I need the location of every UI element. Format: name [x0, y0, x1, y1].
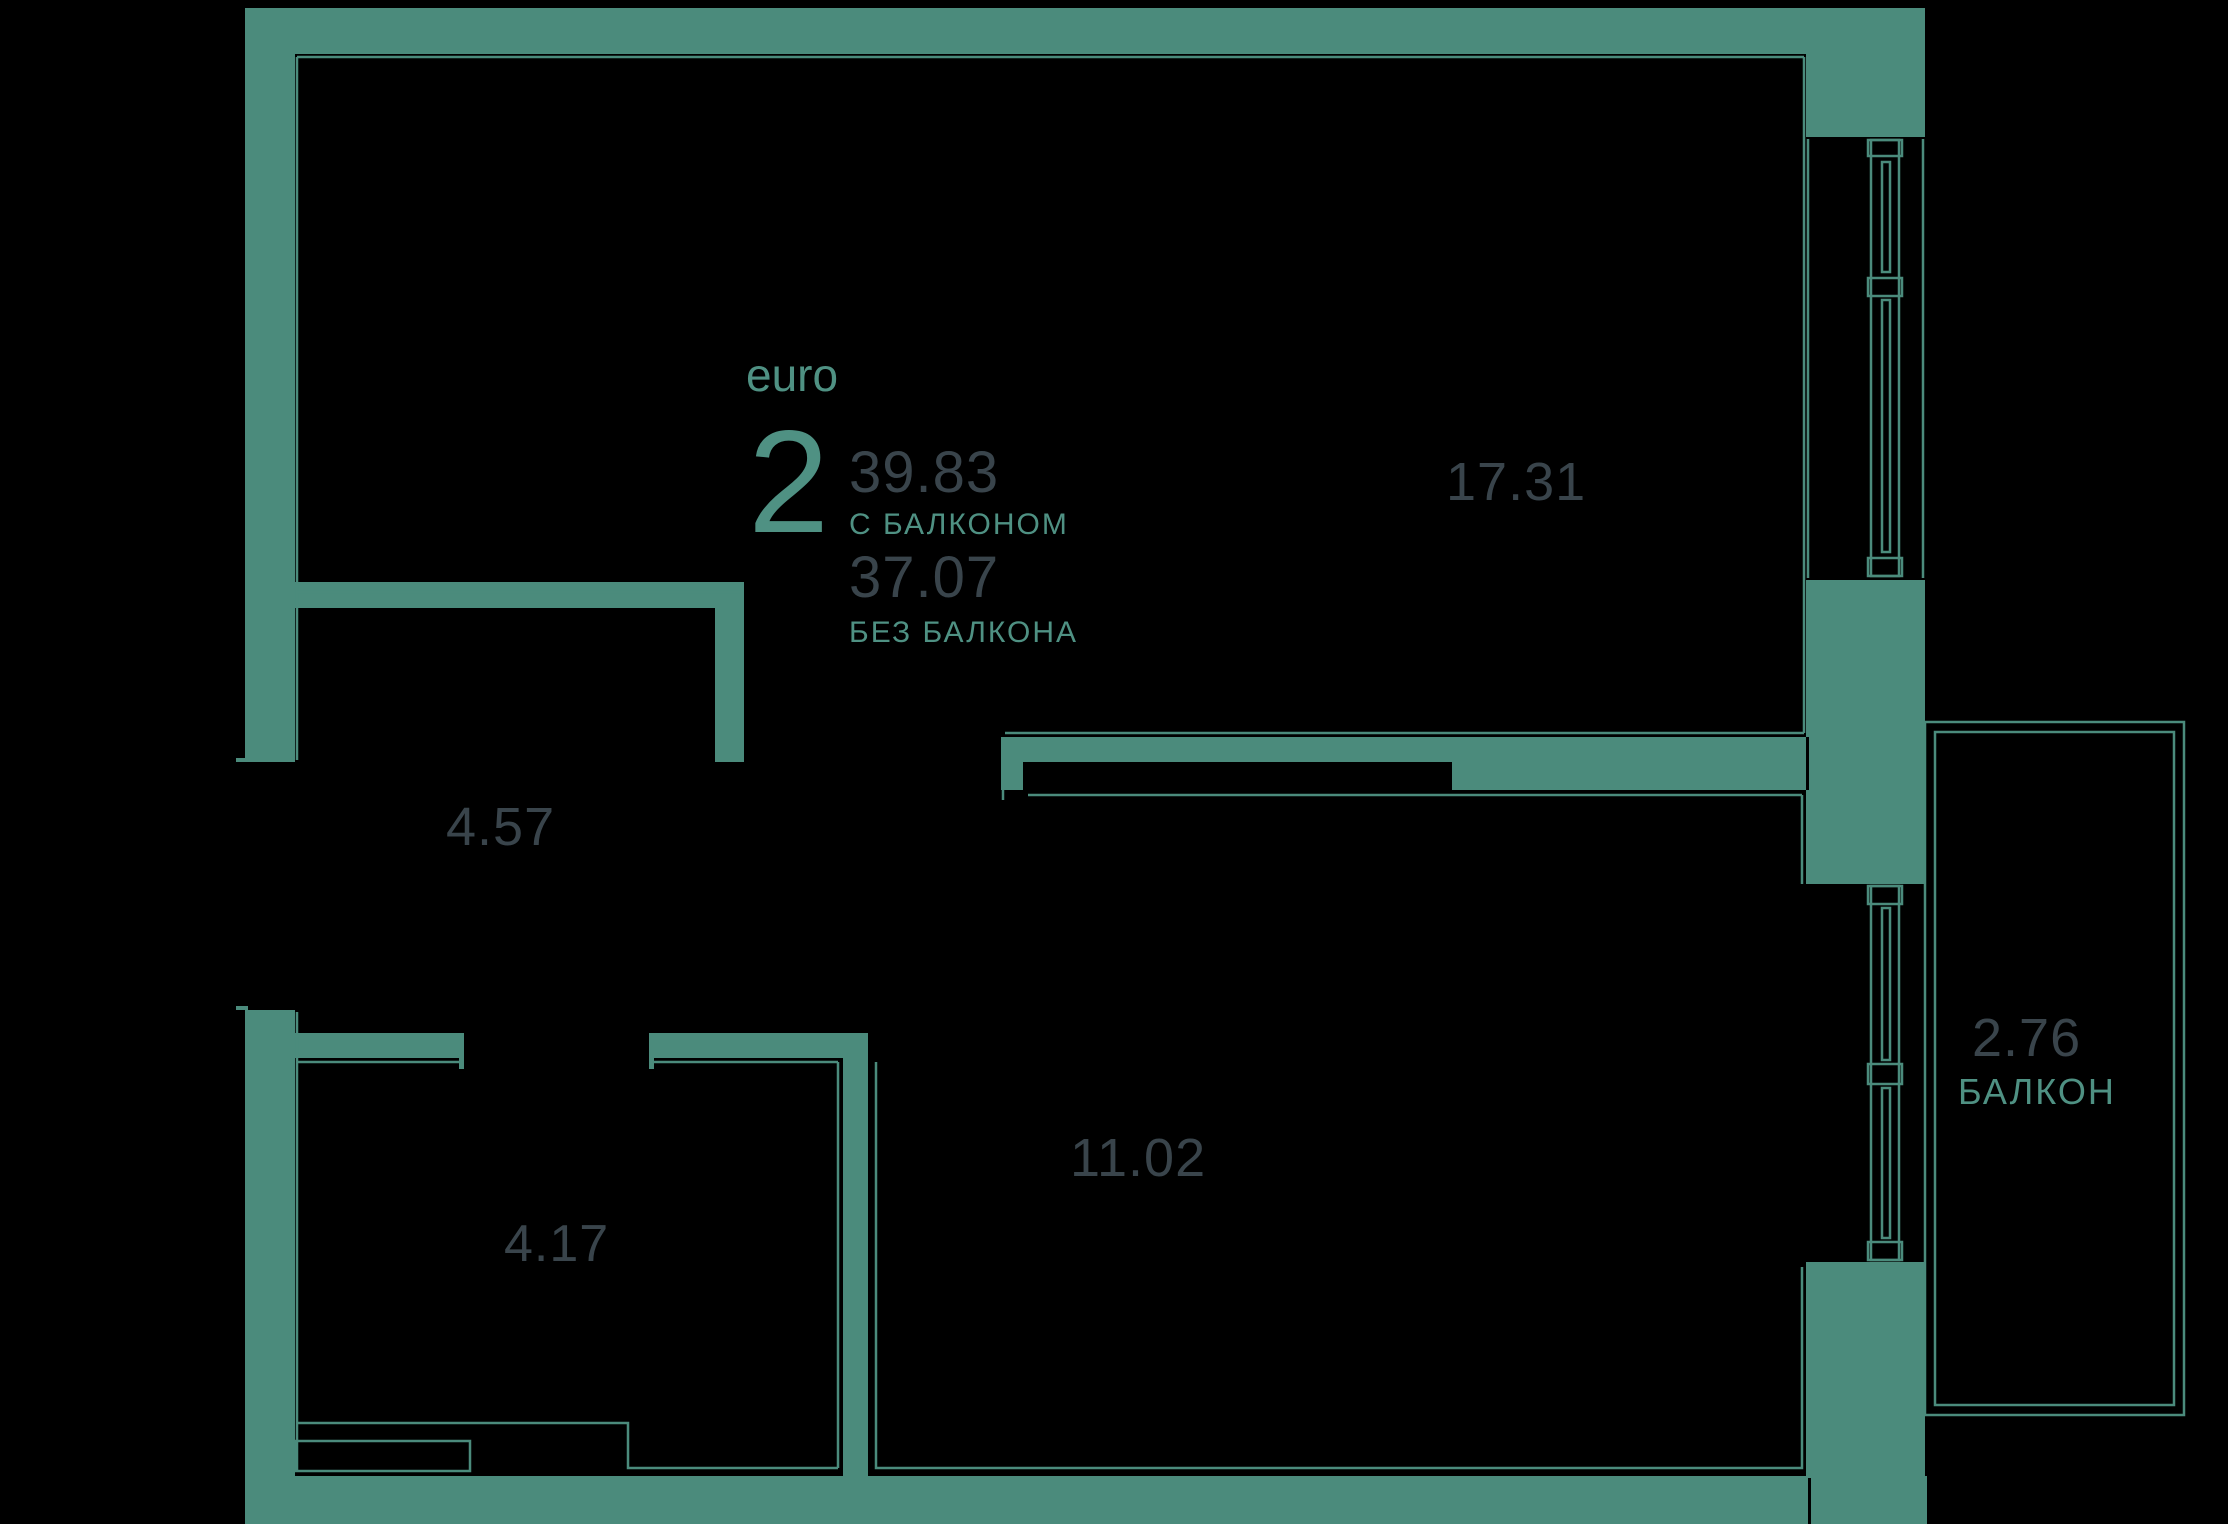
window-cap-bottom — [1866, 556, 1904, 578]
balcony-door-cap-top — [1866, 884, 1904, 906]
room-area-bathroom: 4.17 — [504, 1215, 609, 1273]
area-without-balcony: 37.07 — [849, 545, 999, 610]
room-area-bedroom: 11.02 — [1070, 1128, 1206, 1188]
balcony-door-icon — [1866, 884, 1904, 1262]
room-area-labels: 17.31 4.57 4.17 11.02 2.76 БАЛКОН — [446, 452, 2116, 1273]
wall-seam — [1806, 737, 1809, 790]
wall-right-bottom — [1806, 1262, 1925, 1478]
window-sash-lower — [1880, 298, 1892, 554]
unit-rooms-count: 2 — [748, 400, 829, 563]
entrance-opening — [236, 758, 248, 1010]
wall-kitchen-bottom-right — [1452, 762, 1806, 790]
room-area-balcony: 2.76 — [1972, 1008, 2081, 1068]
window-icon — [1806, 138, 1925, 578]
shower-tray-outline — [294, 1439, 472, 1473]
window-frame — [1869, 138, 1901, 578]
balcony-inner-line — [1933, 730, 2176, 1407]
bathroom-door-opening — [459, 1033, 654, 1069]
wall-left-upper — [245, 8, 295, 762]
wall-right-mid — [1806, 580, 1925, 884]
window-cap-mid — [1866, 276, 1904, 298]
room-area-hall: 4.57 — [446, 797, 555, 857]
walls — [245, 8, 1927, 1524]
interior-outline — [295, 55, 1806, 1470]
entrance-jamb-tick — [236, 758, 248, 762]
wall-seam — [1808, 1478, 1811, 1524]
bathroom-face-line — [297, 1060, 840, 1470]
window-wall-face-lines — [1806, 139, 1925, 578]
balcony-door-sash-upper — [1880, 906, 1892, 1062]
unit-type-label: euro — [746, 349, 838, 401]
wall-left-lower — [245, 1010, 295, 1524]
wall-right-top — [1806, 54, 1925, 137]
wall-bathroom-top-right — [652, 1033, 868, 1058]
balcony-label: БАЛКОН — [1958, 1071, 2116, 1112]
balcony-outline — [1923, 720, 2186, 1417]
balcony-door-sash-lower — [1880, 1086, 1892, 1240]
area-with-balcony: 39.83 — [849, 440, 999, 505]
balcony-door-cap-mid — [1866, 1062, 1904, 1086]
bedroom-face-line — [874, 1062, 1804, 1470]
wall-bathroom-bedroom — [843, 1033, 868, 1478]
window-sash-upper — [1880, 160, 1892, 274]
hall-top-face-line — [297, 590, 744, 760]
unit-title-block: euro 2 39.83 С БАЛКОНОМ 37.07 БЕЗ БАЛКОН… — [746, 349, 1078, 649]
wall-bottom — [245, 1476, 1927, 1524]
with-balcony-label: С БАЛКОНОМ — [849, 508, 1069, 541]
balcony-door-cap-bottom — [1866, 1240, 1904, 1262]
door-jamb-tick — [649, 1033, 654, 1069]
without-balcony-label: БЕЗ БАЛКОНА — [849, 616, 1078, 649]
entrance-jamb-tick — [236, 1006, 248, 1010]
window-cap-top — [1866, 138, 1904, 158]
shower-tray — [294, 1439, 472, 1473]
wall-hall-top — [295, 582, 744, 608]
wall-hall-bedroom — [715, 582, 744, 762]
wall-kitchen-bottom-stub — [1001, 762, 1023, 790]
wall-bathroom-top-left — [295, 1033, 463, 1058]
room-area-kitchen-living: 17.31 — [1446, 452, 1586, 512]
balcony-outer-line — [1923, 720, 2186, 1417]
balcony-door-frame — [1869, 884, 1901, 1262]
wall-top — [245, 8, 1925, 54]
door-jamb-tick — [459, 1033, 464, 1069]
wall-kitchen-bottom-left — [1001, 737, 1806, 762]
